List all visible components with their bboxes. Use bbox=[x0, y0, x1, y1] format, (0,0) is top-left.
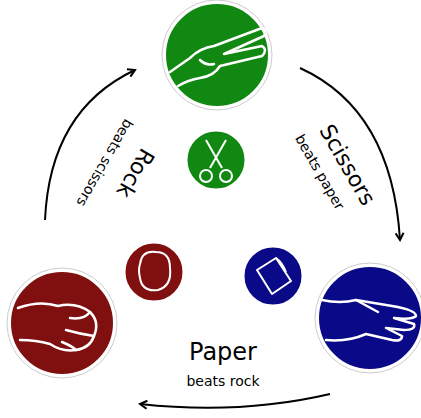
circle-ring bbox=[315, 263, 421, 373]
paper-icon bbox=[257, 258, 291, 294]
scissors-hand bbox=[170, 28, 266, 86]
move-name: Rock bbox=[112, 145, 157, 202]
paper-hand bbox=[322, 300, 416, 341]
symbol-circle bbox=[186, 130, 246, 190]
symbol-circle bbox=[243, 246, 303, 306]
move-name: Paper bbox=[189, 340, 257, 364]
hand-circle bbox=[164, 2, 270, 108]
scissors-icon bbox=[200, 140, 232, 182]
rock-hand bbox=[18, 303, 96, 350]
rule-text: beats rock bbox=[186, 374, 259, 388]
circle-ring bbox=[7, 268, 117, 378]
hand-circle bbox=[9, 270, 115, 376]
symbol-circle bbox=[124, 242, 184, 302]
cycle-arrow bbox=[45, 70, 135, 220]
circle-ring bbox=[162, 0, 272, 110]
hand-circle bbox=[317, 265, 421, 371]
cycle-arrow bbox=[140, 394, 330, 408]
rock-icon bbox=[139, 252, 170, 291]
